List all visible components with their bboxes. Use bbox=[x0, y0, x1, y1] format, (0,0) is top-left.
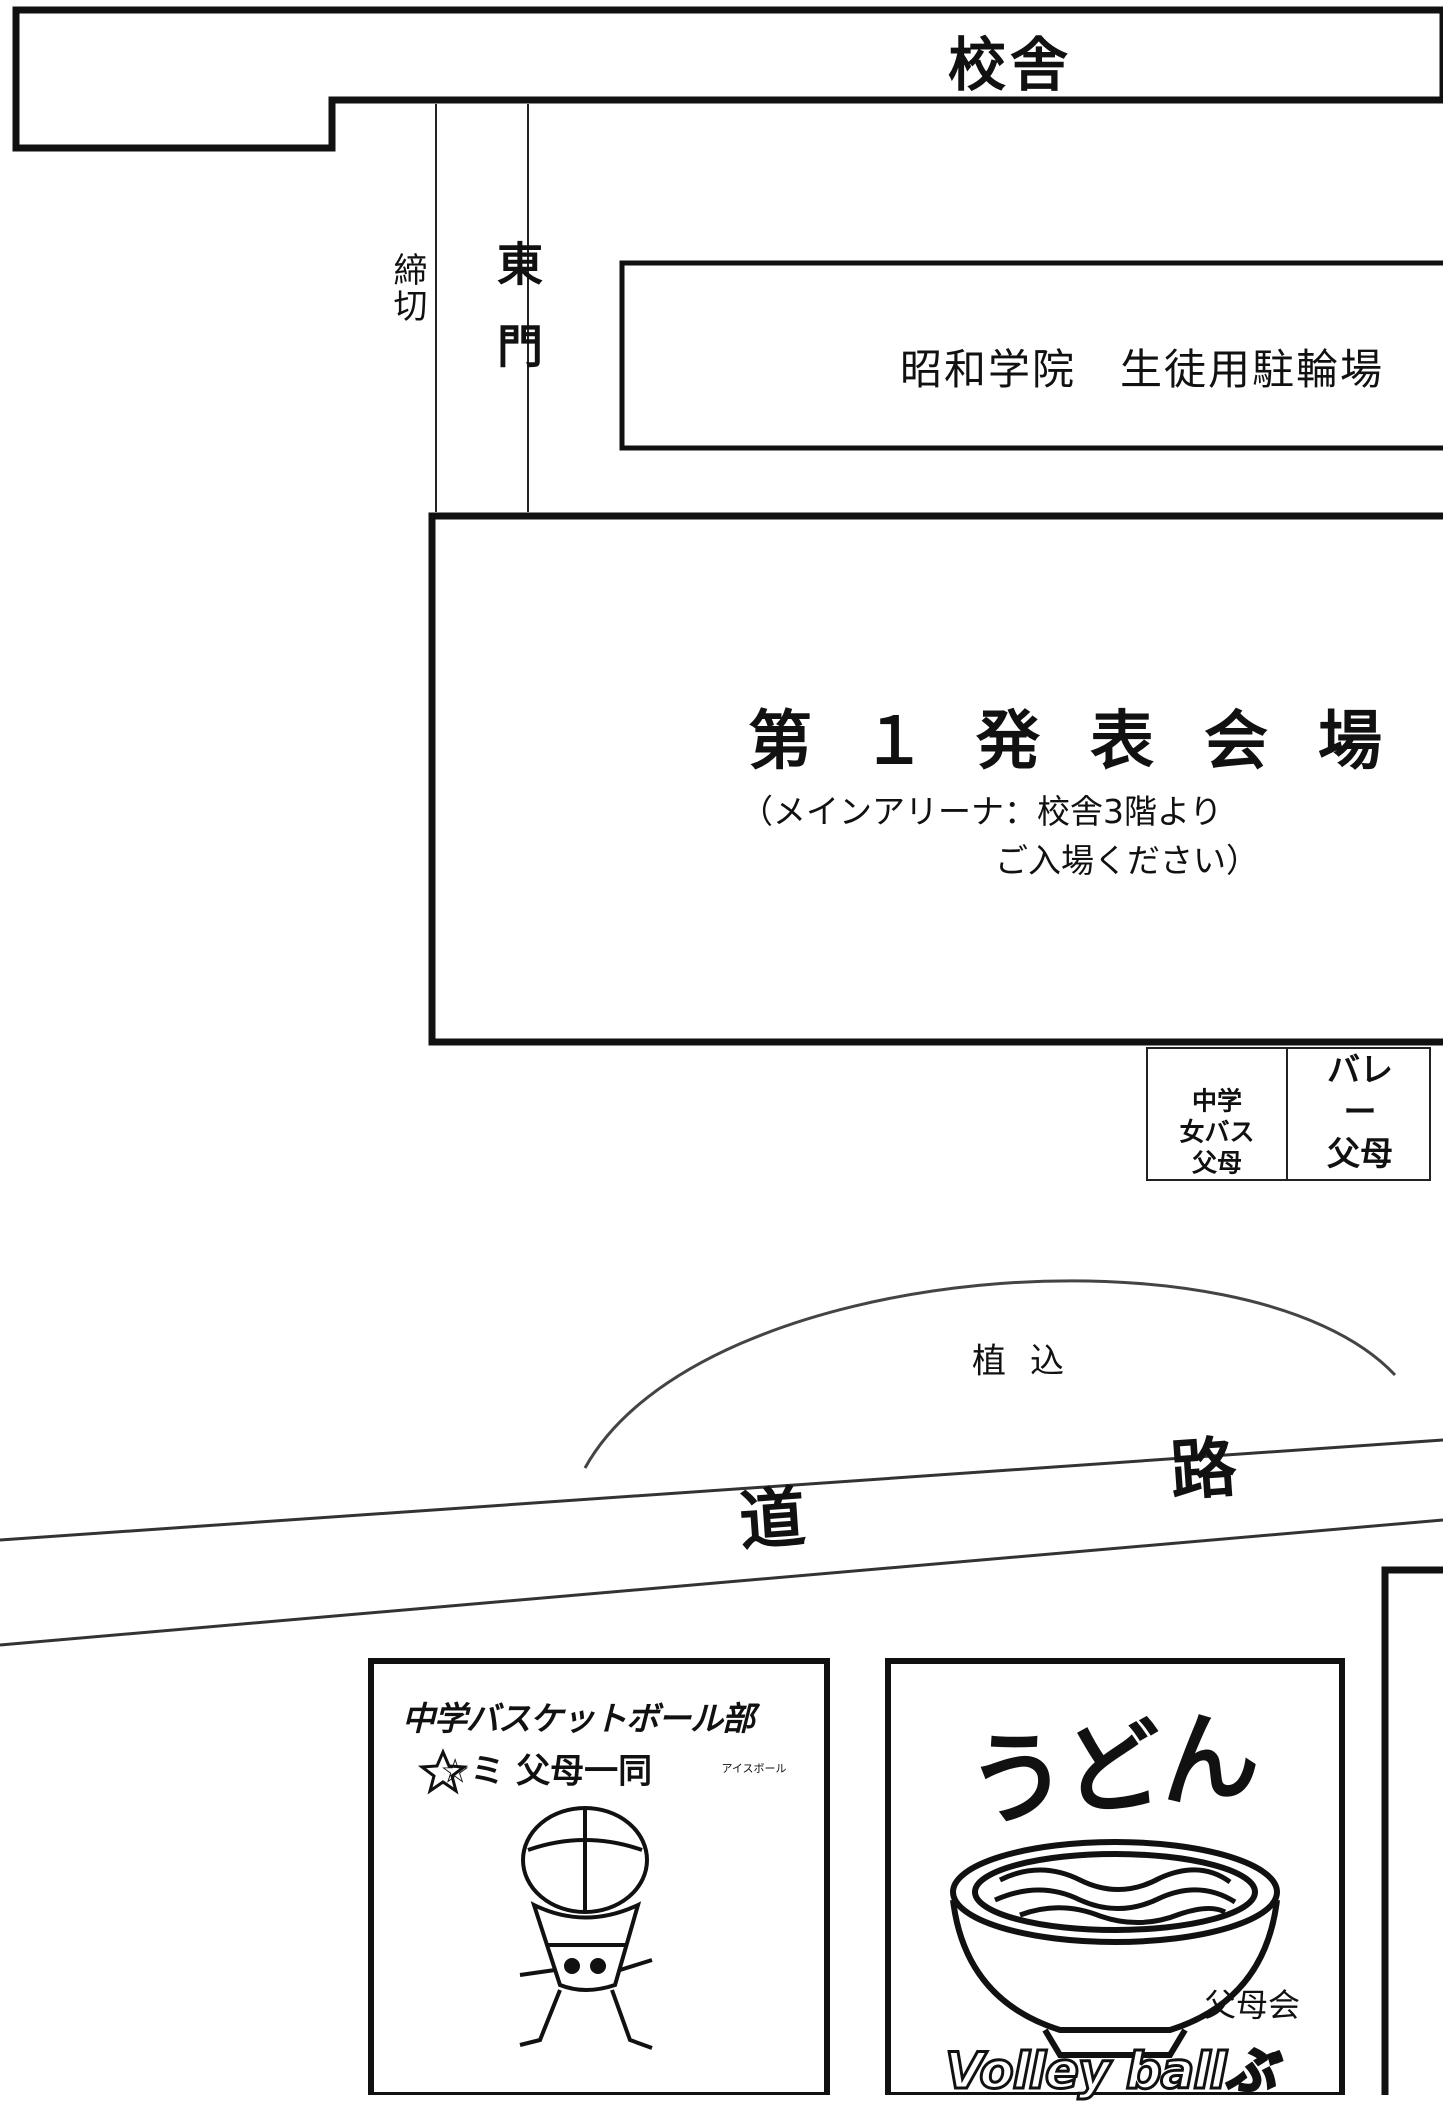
bicycle-parking-label: 昭和学院 生徒用駐輪場 bbox=[900, 345, 1385, 394]
venue-title: 第１発表会場 bbox=[748, 705, 1432, 779]
booth-2-box bbox=[1287, 1047, 1431, 1181]
road-label-char-2: 路 bbox=[1167, 1428, 1239, 1511]
udon-sign-parents-label: 父母会 bbox=[1203, 1986, 1301, 2024]
udon-sign-frame bbox=[885, 1658, 1345, 2095]
bicycle-parking-box bbox=[619, 260, 1443, 451]
school-building-outline bbox=[12, 6, 1443, 152]
udon-logo-text: うどん bbox=[961, 1694, 1261, 1843]
basketball-sign-title: 中学バスケットボール部 bbox=[402, 1699, 755, 1738]
planting-arc bbox=[583, 1279, 1397, 1469]
planting-label: 植込 bbox=[972, 1341, 1088, 1382]
closed-label: 締切 bbox=[387, 252, 427, 324]
venue-note-line2: ご入場ください） bbox=[995, 841, 1259, 880]
right-sign-frame bbox=[1381, 1566, 1443, 2095]
road-edge-bottom bbox=[0, 1518, 1443, 1647]
east-gate-label: 東門 bbox=[490, 240, 544, 404]
booth-1-label: 中学 女バス 父母 bbox=[1179, 1086, 1255, 1178]
road-edge-top bbox=[0, 1438, 1443, 1542]
school-building-label: 校舎 bbox=[947, 31, 1073, 99]
basketball-sign-parents: ☆ミ 父母一同 bbox=[439, 1751, 653, 1792]
basketball-sign-frame bbox=[368, 1658, 830, 2095]
udon-bowl-drawing bbox=[950, 1839, 1280, 2058]
udon-sign-volleyball-label: Volley ballぶ bbox=[944, 2041, 1277, 2102]
main-venue-box bbox=[428, 512, 1443, 1046]
booth-1-box bbox=[1146, 1047, 1288, 1181]
booth-2-label: バレー 父母 bbox=[1327, 1050, 1393, 1173]
star-icon bbox=[417, 1748, 469, 1795]
basketball-mascot-drawing bbox=[519, 1806, 653, 2050]
road-label-char-1: 道 bbox=[736, 1478, 808, 1561]
basketball-sign-small-label: アイスボール bbox=[721, 1762, 787, 1775]
venue-note-line1: （メインアリーナ：校舎3階より bbox=[740, 792, 1223, 831]
